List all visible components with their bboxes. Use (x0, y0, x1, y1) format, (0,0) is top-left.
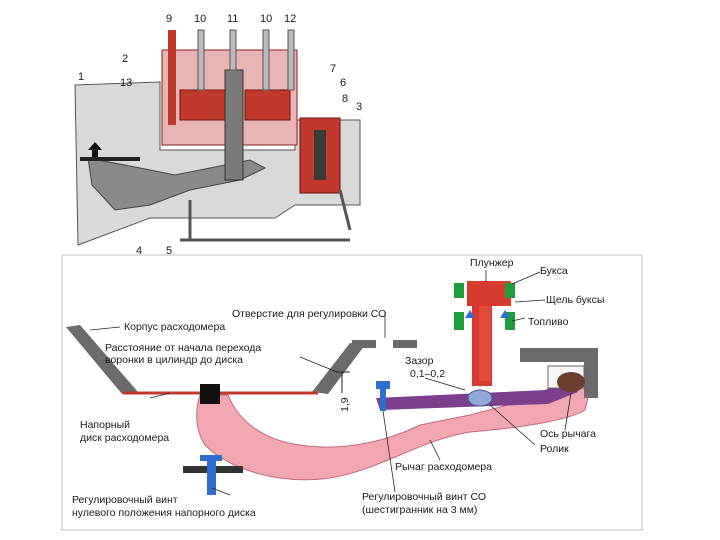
top-pipe-3 (262, 29, 270, 91)
sleeve-seal-top-left (454, 283, 464, 298)
label-meter-lever: Рычаг расходомера (395, 461, 492, 473)
fuel-arrow-up-right-icon (500, 310, 510, 318)
label-sleeve-slot: Щель буксы (546, 294, 604, 306)
co-hole-block-right (393, 340, 417, 348)
sleeve-seal-bottom-left (454, 312, 464, 330)
bottom-diagram: 1,9 Плунжер Букса Щель буксы Топливо Отв… (61, 254, 643, 531)
label-co-screw-2: (шестигранник на 3 мм) (362, 504, 477, 516)
label-sleeve: Букса (540, 265, 568, 277)
top-diagram: 1 2 3 4 5 6 7 8 9 10 11 10 12 13 (74, 13, 362, 257)
callout-5: 5 (166, 245, 172, 257)
fuel-arrow-up-left-icon (465, 310, 475, 318)
top-chamber-left (179, 89, 226, 121)
callout-13: 13 (120, 77, 132, 89)
label-fuel: Топливо (528, 316, 569, 328)
top-chamber-right (244, 89, 291, 121)
callout-8: 8 (342, 93, 348, 105)
roller-icon (467, 389, 493, 407)
zero-screw-shaft (207, 455, 216, 495)
sleeve-seal-top-right (505, 283, 515, 298)
label-lever-axis: Ось рычага (540, 428, 596, 440)
top-pipe-1 (197, 29, 205, 91)
callout-11: 11 (227, 13, 238, 25)
callout-4: 4 (136, 245, 142, 257)
callout-7: 7 (330, 63, 336, 75)
label-co-screw-1: Регулировочный винт СО (362, 491, 486, 503)
callout-2: 2 (122, 53, 128, 65)
label-co-hole: Отверстие для регулировки СО (232, 308, 386, 320)
top-plunger-column (224, 69, 244, 181)
co-hole-block-left (352, 340, 376, 348)
top-return-line (338, 189, 352, 231)
top-pipe-2 (229, 29, 237, 71)
top-disk (80, 157, 140, 161)
zero-screw-head (200, 455, 222, 461)
label-roller: Ролик (540, 443, 569, 455)
callout-10a: 10 (194, 13, 206, 25)
callout-9: 9 (166, 13, 172, 25)
plunger-top (467, 281, 511, 306)
pressure-disk-hub (200, 384, 220, 404)
dim-value: 1,9 (339, 397, 351, 412)
label-distance-2: воронки в цилиндр до диска (105, 354, 243, 366)
label-zero-screw-1: Регулировочный винт (72, 494, 178, 506)
co-screw-head (376, 381, 390, 389)
meter-lever-body (196, 377, 591, 481)
co-screw-shaft (380, 389, 386, 411)
label-gap-1: Зазор (405, 355, 434, 367)
callout-10b: 10 (260, 13, 272, 25)
label-distance-1: Расстояние от начала перехода (105, 342, 261, 354)
callout-6: 6 (340, 77, 346, 89)
top-left-line (168, 30, 176, 125)
callout-3: 3 (356, 101, 362, 113)
label-zero-screw-2: нулевого положения напорного диска (72, 507, 256, 519)
label-meter-body: Корпус расходомера (124, 321, 225, 333)
leader-lines (89, 270, 572, 496)
lever-axis-icon (557, 372, 585, 392)
label-gap-2: 0,1–0,2 (410, 368, 445, 380)
sleeve-seal-bottom-right (505, 312, 515, 330)
label-pressure-disk-2: диск расходомера (80, 432, 169, 444)
top-pipe-4 (287, 29, 295, 91)
funnel-left-wall (66, 325, 138, 394)
top-regulator-spring (314, 130, 326, 180)
label-pressure-disk-1: Напорный (80, 419, 130, 431)
label-plunger: Плунжер (470, 257, 514, 269)
callout-1: 1 (78, 71, 84, 83)
callout-12: 12 (284, 13, 296, 25)
funnel-right-wall (312, 343, 365, 394)
plunger-shaft (479, 306, 491, 381)
air-arrow-icon (88, 142, 102, 158)
right-wall (520, 348, 598, 398)
